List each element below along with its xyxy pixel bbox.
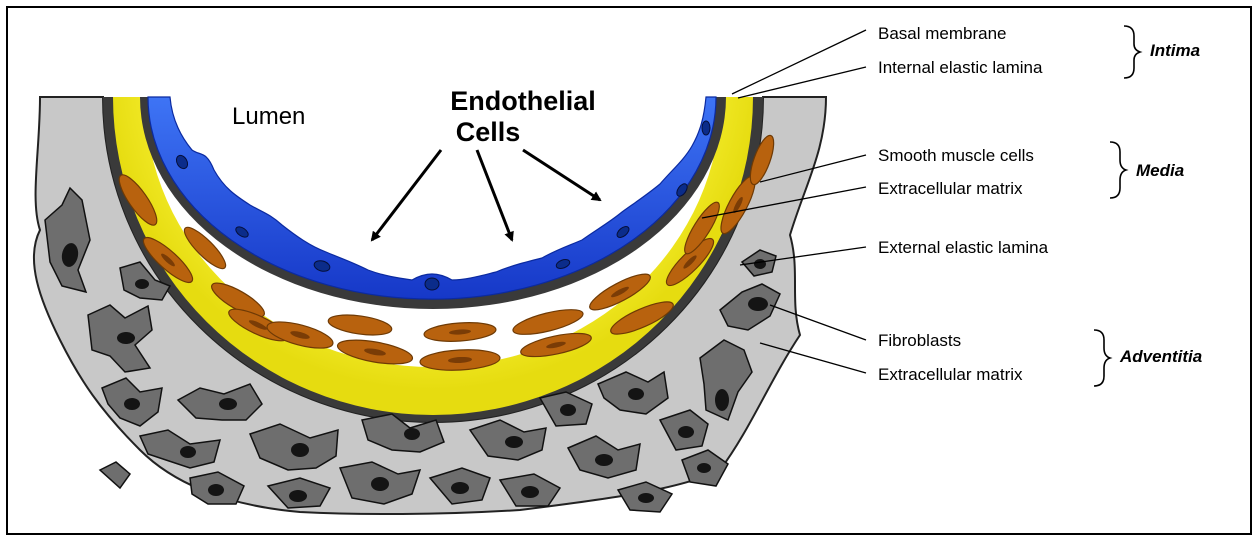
group-intima: Intima [1150, 42, 1200, 59]
label-fibroblasts: Fibroblasts [878, 332, 961, 349]
group-media: Media [1136, 162, 1184, 179]
endothelial-label-line1: Endothelial [418, 86, 628, 117]
label-basal-membrane: Basal membrane [878, 25, 1007, 42]
endothelial-label-line2: Cells [348, 117, 628, 148]
label-smooth-muscle-cells: Smooth muscle cells [878, 147, 1034, 164]
group-brackets [1094, 26, 1140, 386]
label-external-elastic-lamina: External elastic lamina [878, 239, 1048, 256]
label-adventitia-extracellular-matrix: Extracellular matrix [878, 366, 1023, 383]
label-internal-elastic-lamina: Internal elastic lamina [878, 59, 1042, 76]
label-media-extracellular-matrix: Extracellular matrix [878, 180, 1023, 197]
group-adventitia: Adventitia [1120, 348, 1202, 365]
endothelial-arrows [372, 150, 600, 240]
lumen-label: Lumen [232, 105, 305, 129]
endothelial-cells-label: Endothelial Cells [418, 86, 628, 148]
